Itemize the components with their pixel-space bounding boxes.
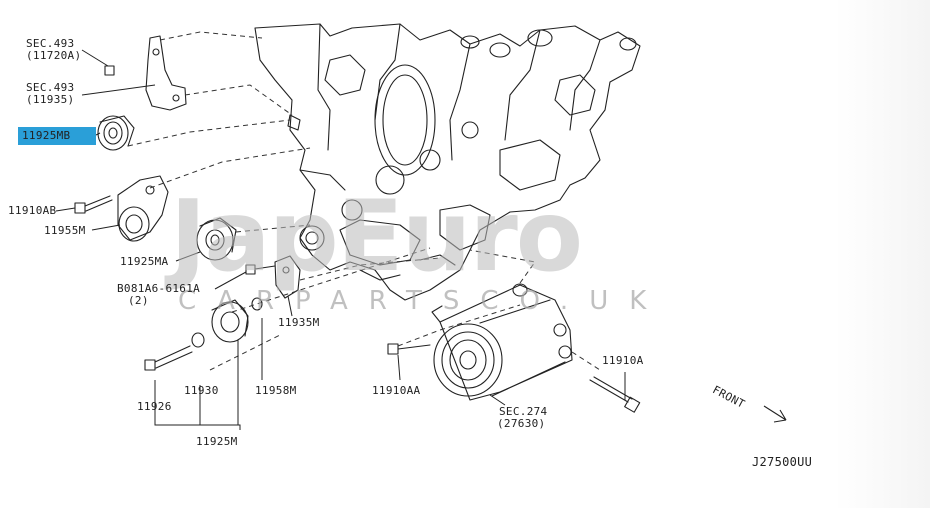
label-sec274-sub: (27630) bbox=[497, 417, 546, 430]
bolt-11910a bbox=[589, 376, 641, 413]
label-11910ab: 11910AB bbox=[8, 204, 57, 217]
tensioner-11955m bbox=[117, 175, 169, 242]
label-sec493-b: SEC.493 bbox=[26, 81, 75, 94]
pulley-11925mb bbox=[97, 115, 135, 151]
bolt-11910ab bbox=[74, 195, 113, 214]
label-11935m: 11935M bbox=[278, 316, 320, 329]
front-arrow bbox=[763, 405, 787, 423]
highlight-11925mb bbox=[18, 127, 96, 145]
leader-lines bbox=[55, 49, 626, 430]
label-11926: 11926 bbox=[137, 400, 172, 413]
watermark-tagline: CARPARTSCO.UK bbox=[178, 286, 668, 316]
pulley-11925m bbox=[144, 297, 263, 371]
diagram-code: J27500UU bbox=[752, 455, 813, 469]
label-11925m: 11925M bbox=[196, 435, 238, 448]
label-sec493-a: SEC.493 bbox=[26, 37, 75, 50]
pulley-11925ma bbox=[196, 217, 237, 261]
bracket-11935m bbox=[245, 255, 301, 299]
assembly-dashed-lines bbox=[127, 31, 601, 371]
label-11910aa: 11910AA bbox=[372, 384, 421, 397]
label-11958m: 11958M bbox=[255, 384, 297, 397]
label-sec274: SEC.274 bbox=[499, 405, 548, 418]
label-bolt-qty: (2) bbox=[128, 294, 149, 307]
ac-compressor bbox=[431, 283, 573, 401]
bracket-sec493 bbox=[104, 35, 187, 111]
watermark-brand: JapEuro bbox=[170, 180, 583, 294]
label-11930: 11930 bbox=[184, 384, 219, 397]
label-11925ma: 11925MA bbox=[120, 255, 169, 268]
bolt-11910aa bbox=[387, 343, 431, 355]
engine-block bbox=[254, 23, 641, 301]
label-11955m: 11955M bbox=[44, 224, 86, 237]
label-bolt-081a6: B081A6-6161A bbox=[117, 282, 201, 295]
label-sec493-a-sub: (11720A) bbox=[26, 49, 82, 62]
label-sec493-b-sub: (11935) bbox=[26, 93, 75, 106]
faded-edge-panel bbox=[835, 0, 930, 508]
label-11925mb: 11925MB bbox=[22, 129, 71, 142]
label-11910a: 11910A bbox=[602, 354, 644, 367]
